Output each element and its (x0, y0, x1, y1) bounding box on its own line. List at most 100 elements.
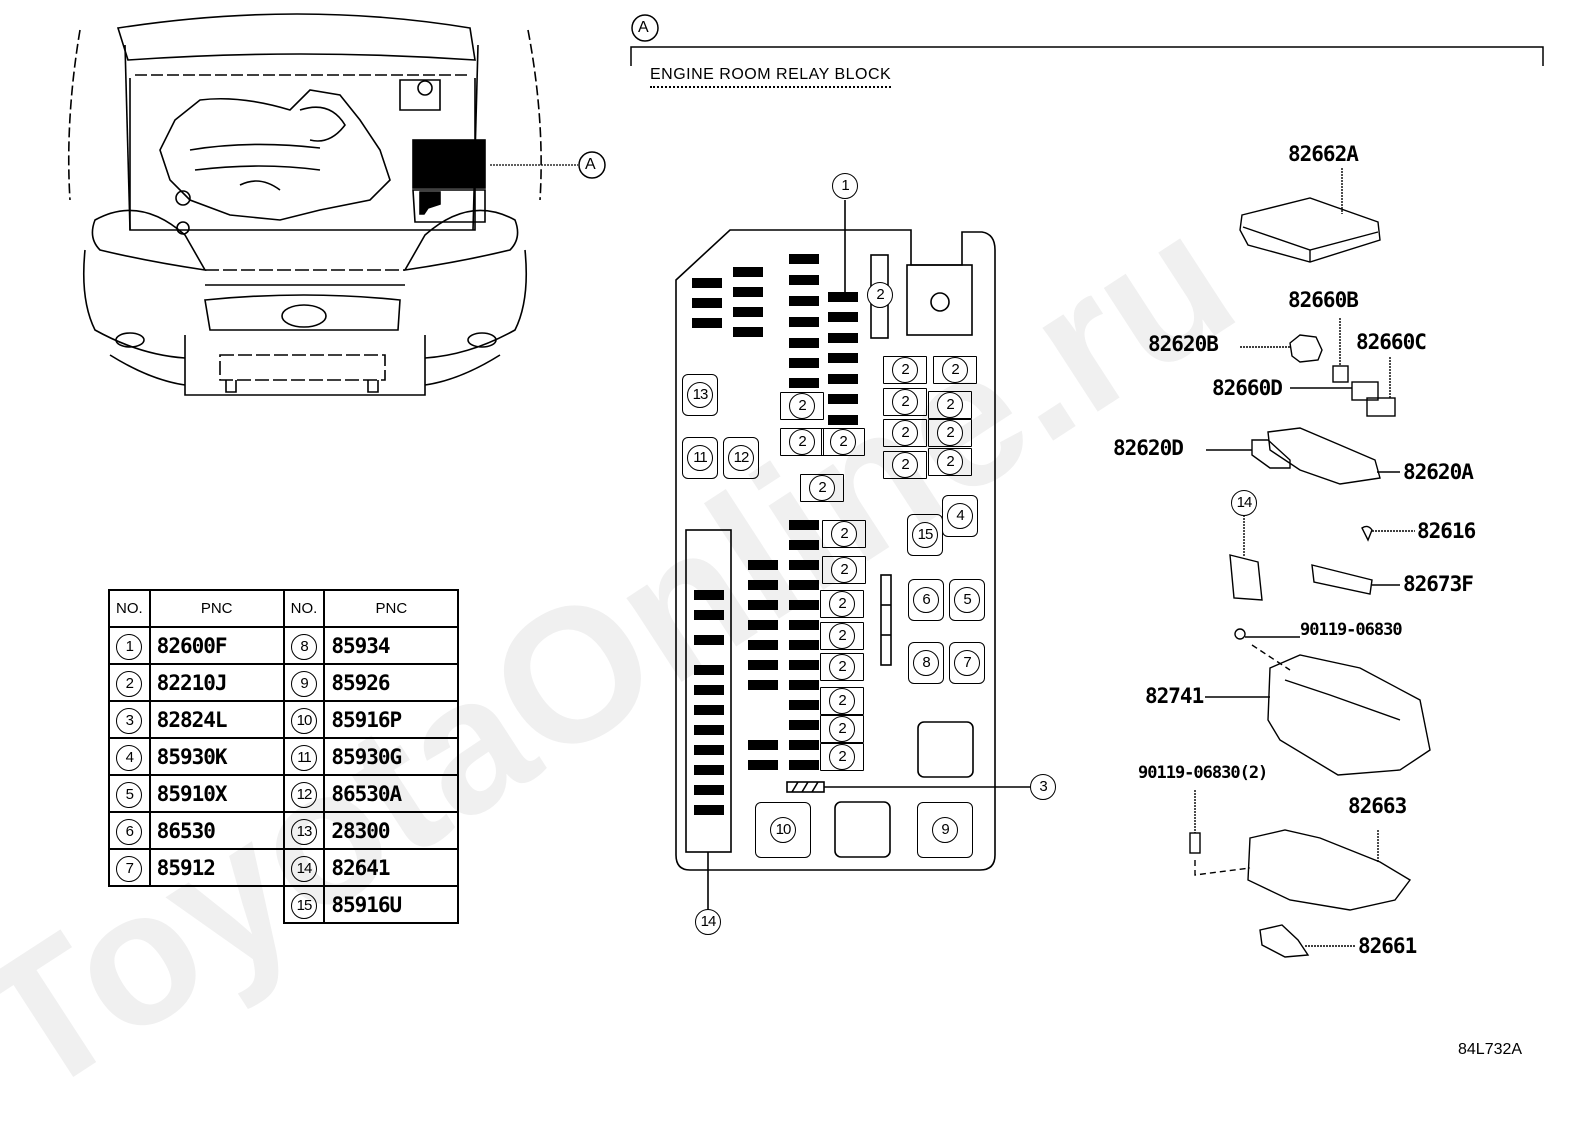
pnc-value: 85912 (148, 848, 285, 887)
fuse-bar (748, 560, 778, 570)
relay-socket (883, 451, 927, 479)
pnc-value: 85930G (323, 737, 460, 776)
callout-10: 10 (770, 817, 796, 843)
fuse-bar (692, 298, 722, 308)
callout-2: 2 (829, 716, 855, 742)
fuse-bar (694, 685, 724, 695)
fuse-bar (789, 275, 819, 285)
ref-cell: 9 (282, 663, 326, 702)
callout-3: 3 (1030, 774, 1056, 800)
fuse-bar (789, 358, 819, 368)
fuse-bar (733, 307, 763, 317)
callout-2: 2 (829, 591, 855, 617)
ref-cell: 10 (282, 700, 326, 739)
callout-8: 8 (913, 650, 939, 676)
relay-socket (822, 556, 866, 584)
pnc-value: 82641 (323, 848, 460, 887)
relay-socket (942, 495, 978, 537)
part-label-82620B: 82620B (1148, 332, 1219, 356)
ref-number: 8 (291, 633, 317, 660)
fuse-bar (789, 338, 819, 348)
relay-socket (682, 374, 718, 416)
fuse-bar (694, 635, 724, 645)
fuse-bar (828, 312, 858, 322)
fuse-bar (789, 520, 819, 530)
fuse-bar (733, 287, 763, 297)
part-label-82663: 82663 (1348, 794, 1407, 818)
fuse-bar (828, 394, 858, 404)
fuse-bar (789, 296, 819, 306)
callout-2: 2 (831, 521, 857, 547)
pnc-value: 82600F (148, 626, 285, 665)
callout-2: 2 (937, 420, 963, 446)
pnc-value: 28300 (323, 811, 460, 850)
fuse-bar (733, 327, 763, 337)
fuse-bar (748, 660, 778, 670)
callout-15: 15 (912, 522, 938, 548)
callout-2: 2 (829, 688, 855, 714)
callout-4: 4 (947, 503, 973, 529)
ref-number: 13 (291, 818, 317, 845)
part-label-82741: 82741 (1145, 684, 1204, 708)
relay-socket (820, 687, 864, 715)
fuse-bar (828, 353, 858, 363)
part-label-82660B: 82660B (1288, 288, 1359, 312)
fuse-bars (692, 254, 858, 815)
relay-socket (949, 642, 985, 684)
fuse-bar (694, 590, 724, 600)
header-pnc-1: PNC (148, 589, 285, 628)
pnc-value: 85930K (148, 737, 285, 776)
pnc-value: 86530 (148, 811, 285, 850)
ref-number: 11 (291, 744, 317, 771)
relay-socket (907, 514, 943, 556)
fuse-bar (694, 725, 724, 735)
relay-socket (908, 579, 944, 621)
ref-cell: 8 (282, 626, 326, 665)
fuse-bar (694, 665, 724, 675)
relay-socket (917, 802, 973, 858)
callout-2: 2 (829, 744, 855, 770)
callout-2: 2 (892, 357, 918, 383)
relay-socket (800, 474, 844, 502)
callout-2: 2 (831, 557, 857, 583)
ref-cell: 13 (282, 811, 326, 850)
relay-socket (820, 590, 864, 618)
pnc-value: 82210J (148, 663, 285, 702)
fuse-bar (748, 740, 778, 750)
section-header (630, 14, 1544, 66)
callout-2: 2 (867, 282, 893, 308)
fuse-bar (748, 600, 778, 610)
relay-socket (928, 419, 972, 447)
fuse-bar (694, 745, 724, 755)
fuse-bar (789, 317, 819, 327)
relay-socket (928, 391, 972, 419)
fuse-bar (789, 620, 819, 630)
callout-2: 2 (789, 429, 815, 455)
callout-13: 13 (687, 382, 713, 408)
ref-number: 7 (116, 855, 143, 882)
fuse-bar (692, 278, 722, 288)
ref-cell: 6 (108, 811, 151, 850)
fuse-bar (694, 610, 724, 620)
fuse-bar (694, 705, 724, 715)
fuse-bar (748, 640, 778, 650)
fuse-bar (789, 760, 819, 770)
fuse-bar (789, 580, 819, 590)
callout-14-circle: 14 (1231, 490, 1257, 516)
pnc-value: 85916P (323, 700, 460, 739)
ref-number: 3 (116, 707, 143, 734)
fuse-bar (789, 660, 819, 670)
relay-socket (820, 653, 864, 681)
pnc-value: 85910X (148, 774, 285, 813)
exploded-parts (1189, 168, 1431, 958)
ref-cell: 15 (282, 885, 326, 924)
ref-cell: 7 (108, 848, 151, 887)
pnc-table-header: NO. PNC NO. PNC (108, 589, 460, 628)
